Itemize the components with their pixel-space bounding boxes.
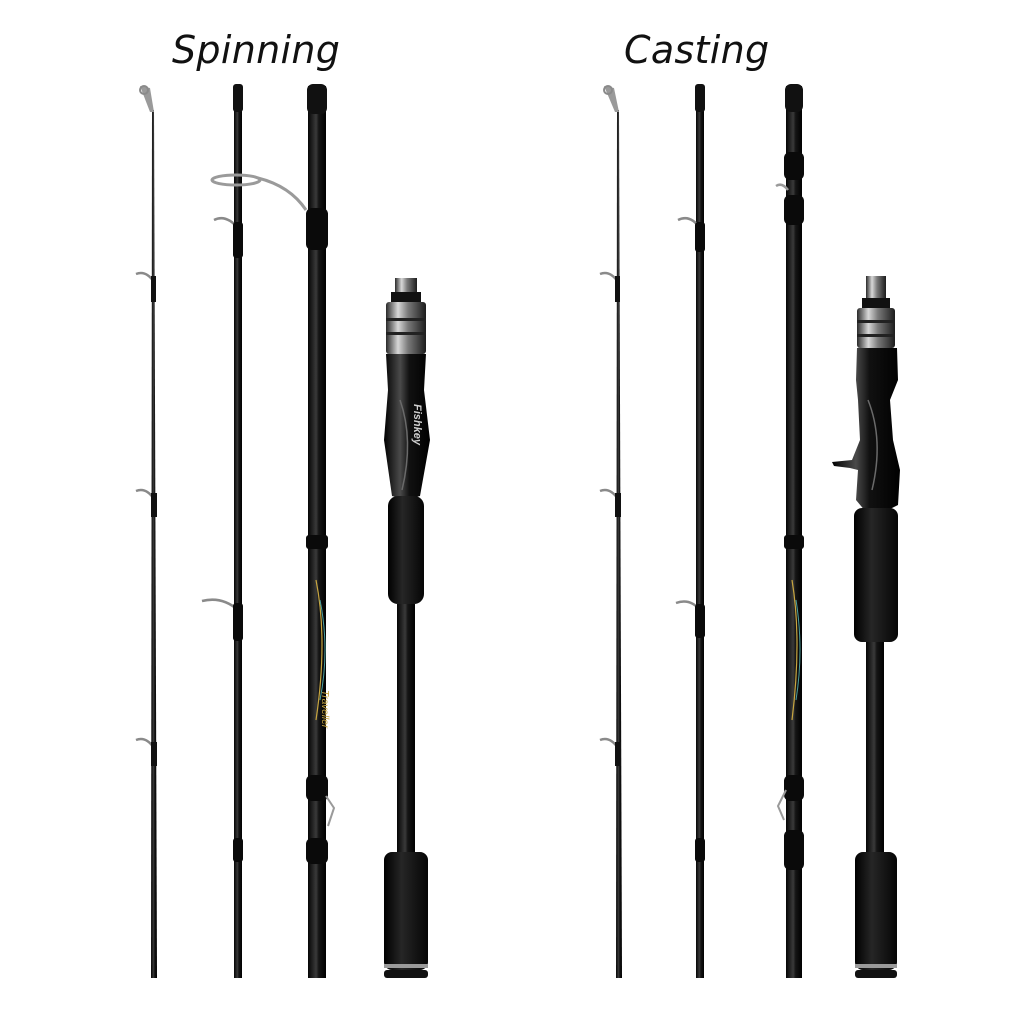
spinning-rod-set: Traveller Fishkey xyxy=(135,84,430,978)
spinning-handle-section: Fishkey xyxy=(384,278,430,978)
casting-decal-accent xyxy=(791,579,801,721)
spinning-model-decal: Traveller xyxy=(319,690,330,729)
casting-handle-section xyxy=(832,276,900,978)
casting-rod-set xyxy=(599,84,900,978)
spinning-tip-section xyxy=(135,85,157,978)
casting-second-section xyxy=(675,84,705,978)
spinning-tip-guides xyxy=(135,271,157,766)
spinning-title: Spinning xyxy=(172,28,341,72)
casting-tip-section xyxy=(599,85,622,978)
spinning-brand-decal: Fishkey xyxy=(411,404,423,446)
spinning-second-section xyxy=(201,84,243,978)
casting-title: Casting xyxy=(624,28,770,72)
casting-tip-guides xyxy=(599,271,621,766)
spinning-butt-section: Traveller xyxy=(210,84,336,978)
casting-butt-section xyxy=(775,84,804,978)
spinning-decal-accent xyxy=(315,579,326,721)
